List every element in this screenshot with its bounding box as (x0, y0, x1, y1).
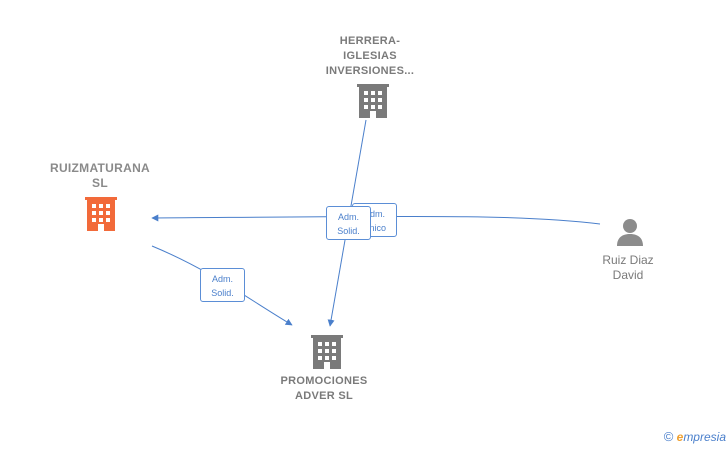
brand-watermark: © empresia (664, 429, 726, 444)
label-line: PROMOCIONES (280, 375, 368, 387)
label-line: ADVER SL (294, 390, 354, 402)
building-icon-highlight[interactable] (85, 197, 117, 231)
brand-name: mpresia (683, 430, 726, 444)
label-line: Ruiz Diaz (602, 253, 654, 267)
brand-e: e (676, 430, 684, 444)
edge-label-line: Adm. (337, 212, 359, 222)
person-icon[interactable] (617, 219, 643, 246)
label-line: IGLESIAS (343, 50, 397, 62)
edge-label-line: Adm. (363, 209, 385, 219)
edge-label-adm-solid-left[interactable]: Adm. Solid. (200, 268, 245, 302)
building-icon[interactable] (311, 335, 343, 369)
node-label-promociones[interactable]: PROMOCIONES ADVER SL (264, 374, 384, 404)
edge-label-line: Solid. (337, 226, 360, 236)
edge-label-line: Unico (362, 223, 386, 233)
copyright-icon: © (663, 429, 674, 444)
label-line: SL (92, 176, 108, 190)
label-line: David (612, 268, 644, 282)
edge-label-line: Solid. (211, 288, 234, 298)
label-line: RUIZMATURANA (49, 161, 151, 175)
label-line: INVERSIONES... (325, 65, 415, 77)
node-label-herrera[interactable]: HERRERA- IGLESIAS INVERSIONES... (310, 34, 430, 79)
edge-label-adm-solid-center[interactable]: Adm. Solid. (326, 206, 371, 240)
building-icon[interactable] (357, 84, 389, 118)
node-label-ruiz-diaz[interactable]: Ruiz Diaz David (586, 253, 670, 283)
edge-label-line: Adm. (211, 274, 233, 284)
label-line: HERRERA- (339, 35, 401, 47)
node-label-ruizmaturana[interactable]: RUIZMATURANA SL (40, 161, 160, 191)
edge-ruizdiaz-to-ruizmaturana (151, 214, 601, 225)
